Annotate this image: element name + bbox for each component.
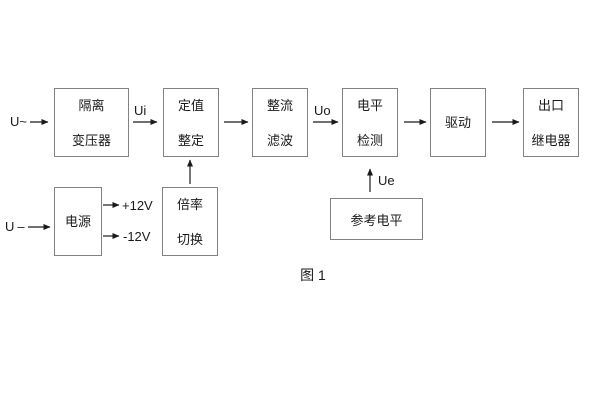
block-level-detection-line1: 电平 xyxy=(356,97,383,113)
label-ac-input: U~ xyxy=(10,114,27,129)
label-minus-12v: -12V xyxy=(123,229,151,244)
block-reference-level-line1: 参考电平 xyxy=(350,212,403,228)
label-dc-input: U– xyxy=(5,219,28,234)
label-uo: Uo xyxy=(314,103,331,118)
label-plus-12v: +12V xyxy=(122,198,153,213)
block-value-setting-line1: 定值 xyxy=(177,97,204,113)
block-driver-line1: 驱动 xyxy=(444,115,471,130)
block-ratio-switching-line1: 倍率 xyxy=(176,196,203,212)
block-rectifier-filter-line1: 整流 xyxy=(266,97,293,113)
block-driver: 驱动 xyxy=(430,88,486,157)
block-ratio-switching-line2: 切换 xyxy=(176,231,203,247)
block-power-supply-line1: 电源 xyxy=(64,214,91,229)
figure-caption: 图 1 xyxy=(300,267,326,283)
block-isolation-transformer: 隔离 变压器 xyxy=(54,88,129,157)
label-ue: Ue xyxy=(378,173,395,188)
block-reference-level: 参考电平 xyxy=(330,198,423,240)
block-value-setting-line2: 整定 xyxy=(177,132,204,148)
block-isolation-transformer-line1: 隔离 xyxy=(78,97,105,113)
block-power-supply: 电源 xyxy=(54,187,102,256)
block-output-relay: 出口 继电器 xyxy=(523,88,579,157)
block-isolation-transformer-line2: 变压器 xyxy=(71,132,111,148)
block-level-detection-line2: 检测 xyxy=(356,132,383,148)
block-rectifier-filter-line2: 滤波 xyxy=(266,132,293,148)
label-ui: Ui xyxy=(134,103,147,118)
block-rectifier-filter: 整流 滤波 xyxy=(252,88,308,157)
block-ratio-switching: 倍率 切换 xyxy=(162,187,218,256)
block-level-detection: 电平 检测 xyxy=(342,88,398,157)
block-value-setting: 定值 整定 xyxy=(163,88,219,157)
block-output-relay-line1: 出口 xyxy=(537,97,564,113)
block-output-relay-line2: 继电器 xyxy=(531,132,571,148)
